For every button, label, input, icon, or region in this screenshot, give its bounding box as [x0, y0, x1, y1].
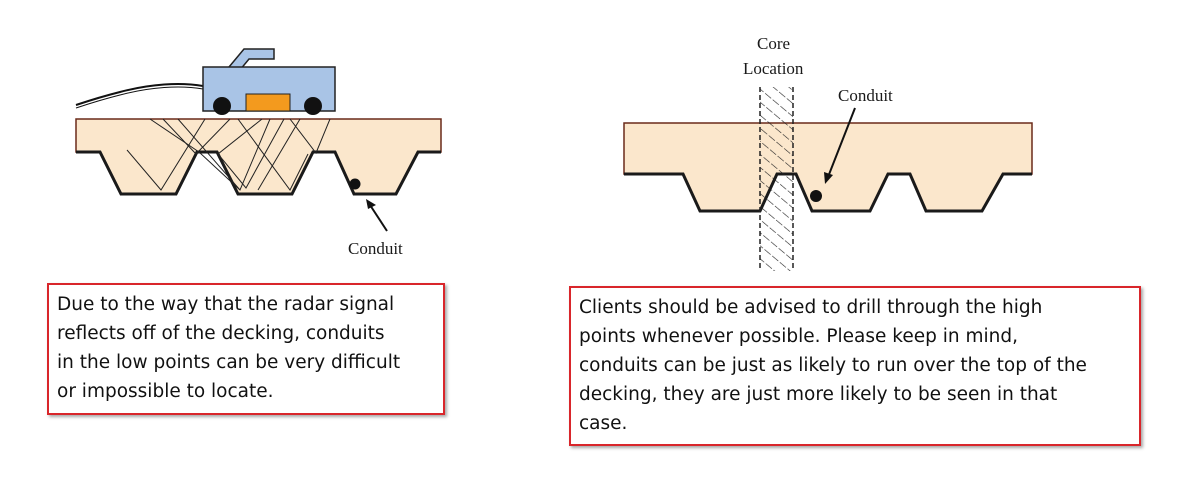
scanner-wheel-left [213, 97, 231, 115]
caption-line: Due to the way that the radar signal [57, 294, 395, 315]
caption-line: case. [579, 413, 628, 434]
conduit-arrow [369, 204, 388, 232]
left-caption-box: Due to the way that the radar signal ref… [47, 283, 445, 415]
caption-line: or impossible to locate. [57, 381, 274, 402]
conduit-low-point [810, 190, 822, 202]
caption-line: conduits can be just as likely to run ov… [579, 355, 1087, 376]
steel-decking [76, 150, 441, 196]
left-diagram: Conduit [75, 48, 442, 258]
concrete-slab [75, 118, 442, 195]
core-location-label-line1: Core [757, 34, 790, 53]
conduit-label: Conduit [838, 86, 893, 105]
caption-line: decking, they are just more likely to be… [579, 384, 1058, 405]
caption-line: points whenever possible. Please keep in… [579, 326, 1018, 347]
core-location-column [760, 87, 793, 271]
scanner-window [245, 93, 291, 112]
conduit-low-point [349, 178, 361, 190]
caption-line: reflects off of the decking, conduits [57, 323, 385, 344]
right-diagram: Core Location Conduit [623, 34, 1033, 271]
caption-line: in the low points can be very difficult [57, 352, 401, 373]
right-caption-box: Clients should be advised to drill throu… [569, 286, 1141, 446]
radar-signal-paths [126, 118, 331, 191]
steel-decking [624, 172, 1032, 213]
scanner-cable [75, 83, 204, 106]
conduit-label: Conduit [348, 239, 403, 258]
concrete-slab [623, 122, 1033, 212]
caption-line: Clients should be advised to drill throu… [579, 297, 1043, 318]
conduit-arrow [827, 107, 856, 178]
core-location-label-line2: Location [743, 59, 804, 78]
scanner-wheel-right [304, 97, 322, 115]
